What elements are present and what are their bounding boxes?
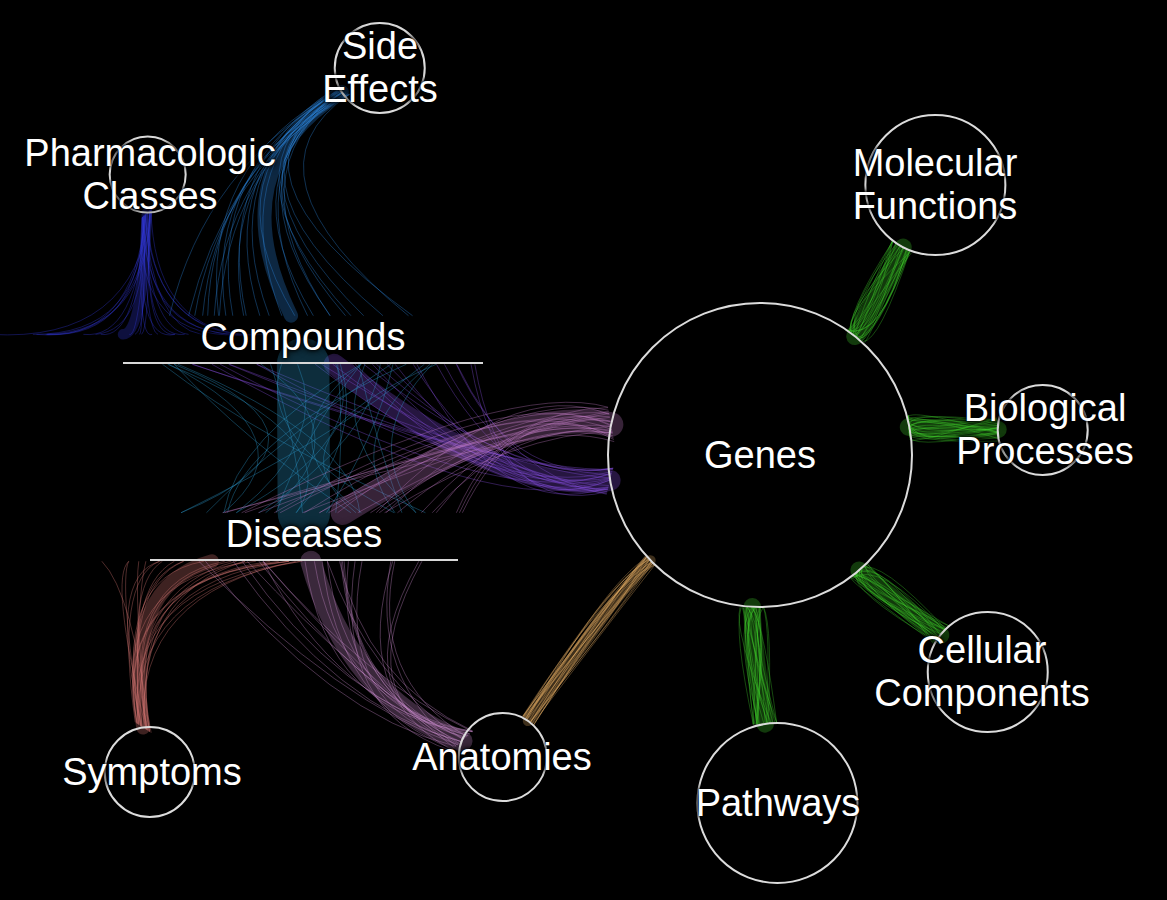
edge-bundle xyxy=(739,606,777,724)
edge-strand xyxy=(276,93,346,316)
edge-strand xyxy=(36,214,145,335)
edge-connector xyxy=(264,92,341,316)
edge-strand xyxy=(142,561,232,731)
edge-strand xyxy=(174,364,351,512)
node-label: Side Effects xyxy=(319,25,440,110)
edge-strand xyxy=(203,92,342,316)
molecular-functions-circle: Molecular Functions xyxy=(846,115,1025,255)
edge-strand xyxy=(752,607,776,724)
edge-strand xyxy=(33,216,144,335)
node-label: Biological Processes xyxy=(953,387,1136,472)
edge-strand xyxy=(338,414,612,513)
edge-strand xyxy=(303,94,408,316)
edge-strand xyxy=(263,561,472,731)
edge-strand xyxy=(169,364,259,512)
node-label: Pharmacologic Classes xyxy=(21,132,278,217)
anatomies-circle: Anatomies xyxy=(405,713,599,801)
edge-strand xyxy=(748,607,768,724)
node-label: Symptoms xyxy=(59,751,244,794)
edge-connector xyxy=(139,561,212,727)
edge-strand xyxy=(145,215,202,335)
node-label: Cellular Components xyxy=(871,629,1092,714)
edge-connector xyxy=(752,607,765,724)
edge-strand xyxy=(274,413,611,513)
pharmacologic-classes-circle: Pharmacologic Classes xyxy=(17,130,282,219)
node-label: Pathways xyxy=(693,782,864,825)
pathways-circle: Pathways xyxy=(689,723,868,883)
edge-bundle xyxy=(222,402,614,512)
edge-bundle xyxy=(199,561,473,750)
edge-strand xyxy=(280,419,612,513)
edge-strand xyxy=(855,247,903,336)
node-label: Genes xyxy=(701,434,819,477)
side-effects-circle: Side Effects xyxy=(315,23,444,113)
edge-bundle xyxy=(523,556,656,725)
edge-connector xyxy=(855,247,903,336)
edge-strand xyxy=(533,564,654,725)
genes-circle: Genes xyxy=(608,303,912,607)
edge-strand xyxy=(48,215,145,334)
edge-strand xyxy=(855,571,940,635)
edge-strand xyxy=(263,561,470,734)
edge-strand xyxy=(237,364,306,512)
edge-strand xyxy=(83,214,146,335)
edge-connector xyxy=(859,570,941,635)
edge-strand xyxy=(0,209,151,335)
node-label: Diseases xyxy=(226,513,382,556)
node-label: Anatomies xyxy=(409,736,595,779)
edge-strand xyxy=(174,364,269,512)
cellular-components-circle: Cellular Components xyxy=(867,612,1096,732)
edge-connector xyxy=(343,421,611,512)
edge-strand xyxy=(532,564,655,724)
node-label: Molecular Functions xyxy=(850,142,1021,227)
edge-connector xyxy=(123,213,147,334)
compounds-bar: Compounds xyxy=(123,316,483,365)
node-label: Compounds xyxy=(201,316,406,359)
edge-strand xyxy=(282,92,346,316)
edge-strand xyxy=(739,607,771,723)
edge-connector xyxy=(311,561,462,741)
edge-strand xyxy=(214,92,342,316)
node-circle xyxy=(608,303,912,607)
edge-strand xyxy=(133,561,289,723)
diseases-bar: Diseases xyxy=(150,513,458,562)
edge-strand xyxy=(748,607,767,724)
edge-connector xyxy=(528,560,650,720)
edge-strand xyxy=(751,607,777,724)
edge-bundle xyxy=(845,240,911,342)
biological-processes-circle: Biological Processes xyxy=(949,385,1140,475)
symptoms-circle: Symptoms xyxy=(55,727,248,817)
